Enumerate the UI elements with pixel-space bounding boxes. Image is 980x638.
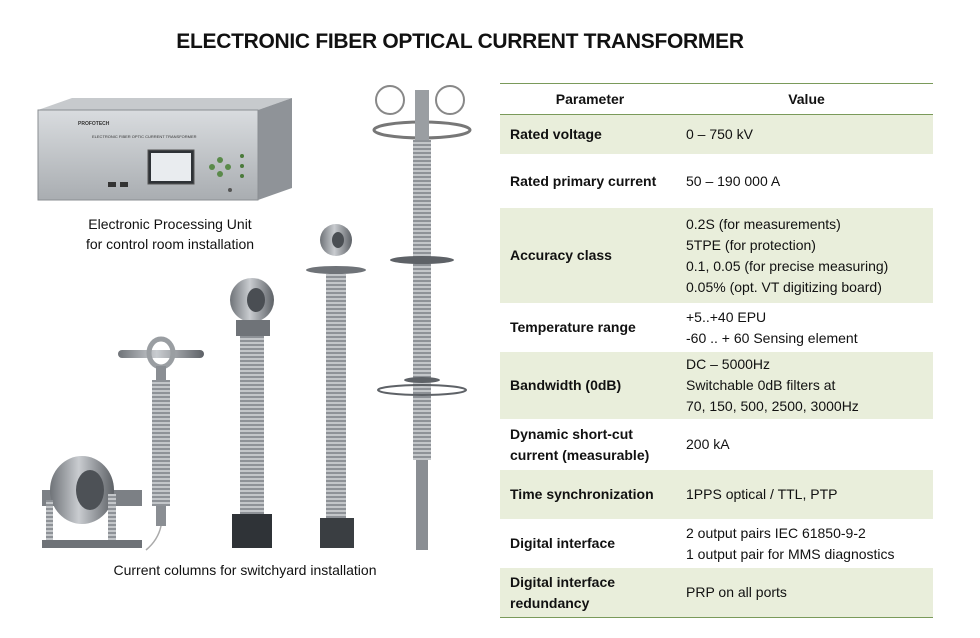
toroidal-ct xyxy=(42,456,142,548)
param-name: Dynamic short-cut current (measurable) xyxy=(500,419,680,470)
table-row: Rated voltage 0 – 750 kV xyxy=(500,114,933,155)
param-name: Accuracy class xyxy=(500,207,680,304)
table-row: Digital interface 2 output pairs IEC 618… xyxy=(500,519,933,568)
param-name: Bandwidth (0dB) xyxy=(500,351,680,420)
page-title: ELECTRONIC FIBER OPTICAL CURRENT TRANSFO… xyxy=(176,30,744,53)
medium-column xyxy=(230,278,274,548)
slim-column xyxy=(118,336,204,551)
param-name: Time synchronization xyxy=(500,469,680,520)
table-row: Bandwidth (0dB) DC – 5000Hz Switchable 0… xyxy=(500,351,933,420)
param-value: 0 – 750 kV xyxy=(680,114,933,155)
param-name: Temperature range xyxy=(500,303,680,352)
table-row: Digital interface redundancy PRP on all … xyxy=(500,567,933,618)
param-name: Rated primary current xyxy=(500,154,680,208)
column-header-value: Value xyxy=(680,83,933,115)
device-brand: PROFOTECH xyxy=(78,121,110,127)
equipment-illustration: PROFOTECH ELECTRONIC FIBER OPTIC CURRENT… xyxy=(37,85,472,551)
epu-caption: Electronic Processing Unit for control r… xyxy=(85,216,255,252)
device-panel-label: ELECTRONIC FIBER OPTIC CURRENT TRANSFORM… xyxy=(92,134,197,139)
processing-unit: PROFOTECH ELECTRONIC FIBER OPTIC CURRENT… xyxy=(37,98,292,201)
param-value: 50 – 190 000 A xyxy=(680,154,933,208)
param-value: +5..+40 EPU -60 .. + 60 Sensing element xyxy=(680,303,933,352)
param-value: 2 output pairs IEC 61850-9-2 1 output pa… xyxy=(680,519,933,568)
table-row: Time synchronization 1PPS optical / TTL,… xyxy=(500,469,933,520)
param-value: PRP on all ports xyxy=(680,567,933,618)
columns-caption: Current columns for switchyard installat… xyxy=(113,562,377,578)
table-row: Temperature range +5..+40 EPU -60 .. + 6… xyxy=(500,303,933,352)
table-row: Rated primary current 50 – 190 000 A xyxy=(500,154,933,208)
column-header-parameter: Parameter xyxy=(500,83,680,115)
param-name: Digital interface redundancy xyxy=(500,567,680,618)
table-row: Accuracy class 0.2S (for measurements) 5… xyxy=(500,207,933,304)
param-value: 1PPS optical / TTL, PTP xyxy=(680,469,933,520)
param-name: Rated voltage xyxy=(500,114,680,155)
very-tall-column xyxy=(372,85,472,550)
param-name: Digital interface xyxy=(500,519,680,568)
parameters-table: Parameter Value Rated voltage 0 – 750 kV… xyxy=(500,83,933,618)
param-value: 200 kA xyxy=(680,419,933,470)
param-value: 0.2S (for measurements) 5TPE (for protec… xyxy=(680,207,933,304)
table-row: Dynamic short-cut current (measurable) 2… xyxy=(500,419,933,470)
param-value: DC – 5000Hz Switchable 0dB filters at 70… xyxy=(680,351,933,420)
tall-column xyxy=(306,224,366,548)
